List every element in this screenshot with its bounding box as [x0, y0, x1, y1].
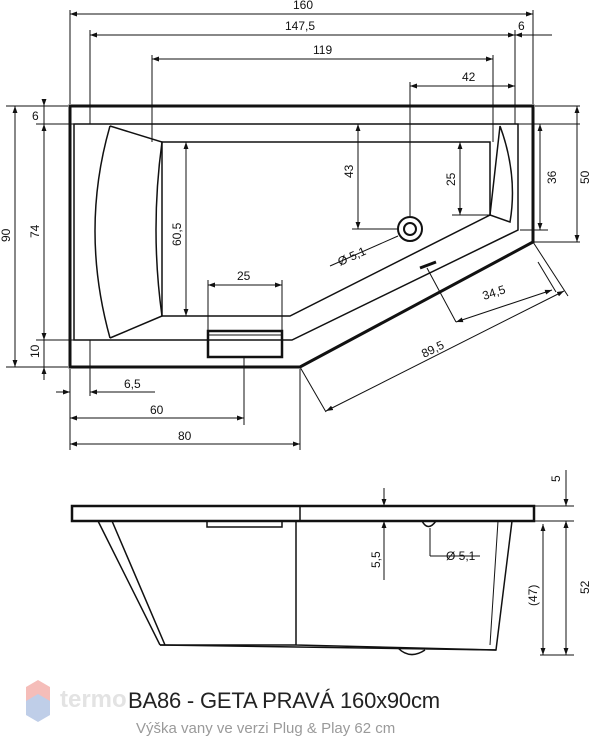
dim-overall-width: 90	[0, 228, 13, 242]
dim-side-drain: Ø 5,1	[446, 549, 476, 563]
dim-drain-diameter: Ø 5,1	[336, 244, 369, 269]
side-view	[70, 504, 536, 656]
dim-backrest-height: 60,5	[170, 222, 184, 246]
dim-top-rim: 6	[32, 109, 39, 123]
side-dimension-labels: 5 5,5 Ø 5,1 (47) 52	[369, 475, 592, 606]
plan-dimension-labels: 160 147,5 6 119 42 6 90 74 10 60,5 43 25…	[0, 0, 592, 443]
plan-dimension-lines	[6, 10, 580, 450]
plan-outer-outline	[68, 104, 535, 369]
dim-drain-depth: 43	[342, 164, 356, 178]
side-left-skirt	[97, 520, 166, 646]
dim-interior-length: 119	[313, 43, 332, 57]
drawing-title: BA86 - GETA PRAVÁ 160x90cm	[128, 688, 440, 713]
plan-rim-inner	[73, 123, 519, 341]
dim-inner-depth: (47)	[526, 585, 540, 606]
dim-left-rim: 6,5	[124, 377, 141, 391]
plan-basin	[161, 141, 491, 317]
side-body	[160, 520, 513, 651]
right-wall	[489, 125, 514, 224]
dim-total-height: 52	[578, 580, 592, 594]
dim-right-outer: 50	[578, 170, 592, 184]
drain-inner	[403, 222, 417, 236]
side-top-rim	[70, 504, 536, 523]
watermark-text: termo	[60, 686, 127, 713]
dim-right-rim: 6	[518, 19, 525, 33]
front-panel	[206, 329, 284, 359]
drain-outer	[397, 216, 423, 242]
dim-front-rim: 10	[28, 344, 42, 358]
dim-inner-width: 74	[28, 224, 42, 238]
dim-panel-width: 25	[237, 269, 251, 283]
backrest-inner	[109, 125, 163, 339]
dim-right-inner: 25	[444, 172, 458, 186]
dim-front-position: 60	[150, 403, 164, 417]
dim-inner-length: 147,5	[285, 19, 315, 33]
dim-front-length: 80	[178, 429, 192, 443]
dim-right-wall: 36	[545, 170, 559, 184]
dim-rim-drop: 5,5	[369, 551, 383, 568]
backrest-outer	[94, 125, 111, 339]
dim-top-thickness: 5	[549, 475, 563, 482]
drawing-subtitle: Výška vany ve verzi Plug & Play 62 cm	[136, 720, 396, 737]
dim-diagonal-short: 34,5	[481, 282, 508, 303]
watermark-logo	[26, 680, 50, 722]
dim-overall-length: 160	[293, 0, 313, 12]
plan-view	[68, 104, 535, 369]
dim-drain-offset: 42	[462, 70, 476, 84]
side-dimension-lines	[381, 470, 574, 656]
